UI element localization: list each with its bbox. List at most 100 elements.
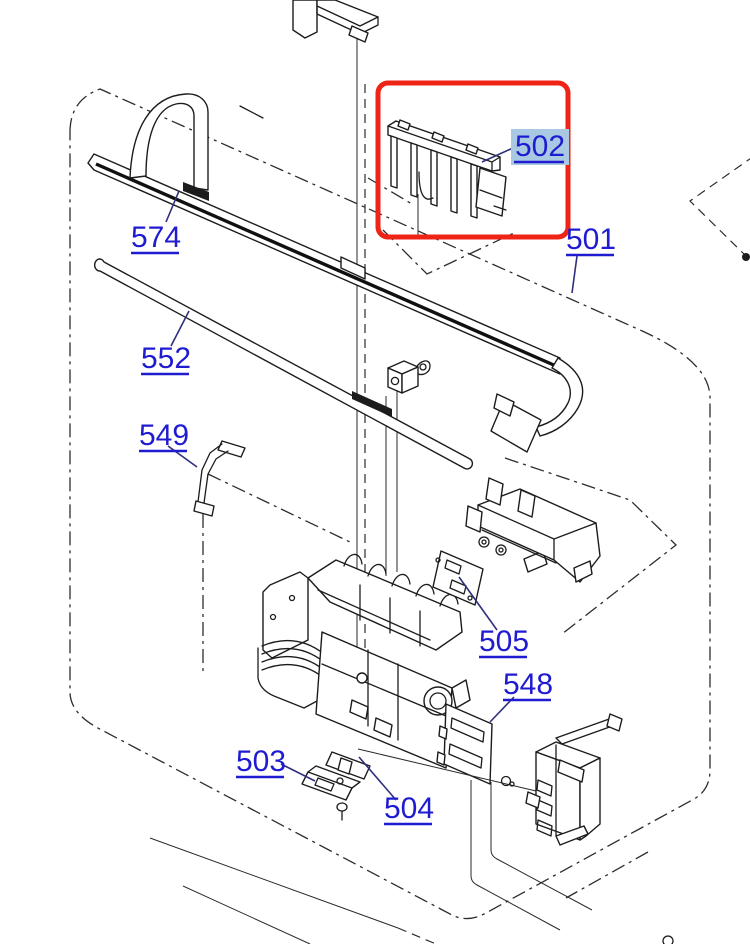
comb-tooth-5	[470, 163, 478, 219]
plate-screw-tip	[509, 781, 515, 787]
plate-hole-b	[269, 613, 277, 621]
plate-tab-b	[436, 751, 446, 766]
bracket-clip	[525, 791, 541, 809]
shaft-grease-band	[352, 391, 392, 417]
bracket-arm-hook	[606, 713, 623, 732]
plate-tab-a	[438, 725, 448, 740]
callout-505[interactable]: 505	[479, 625, 529, 658]
bracket-label-area	[557, 759, 585, 783]
clamp-hole	[390, 376, 400, 386]
cable-end-block	[493, 393, 515, 417]
screw-b	[495, 544, 507, 556]
cable-j-fold	[535, 357, 584, 437]
bracket-slot-1	[536, 779, 553, 797]
bay-fin-4	[415, 583, 435, 597]
adjacent-assembly-dot	[742, 253, 750, 261]
part-574-head-cable	[87, 93, 584, 453]
comb-loop	[418, 171, 434, 200]
comb-tooth-1	[390, 135, 398, 189]
lever-arm-outer	[197, 443, 223, 503]
fan-housing	[257, 647, 331, 709]
comb-tab-1	[397, 119, 411, 131]
part-503-latch	[301, 757, 361, 821]
lever-foot	[193, 500, 215, 517]
part-548-plate	[357, 703, 537, 792]
callout-552[interactable]: 552	[141, 342, 191, 375]
top-bracket-plate	[316, 0, 379, 27]
part-505-board	[432, 477, 601, 606]
plate-hole-a	[288, 594, 296, 602]
leader-503	[280, 763, 316, 782]
callout-504[interactable]: 504	[384, 792, 434, 825]
chassis-dashdot-hexagon	[69, 88, 711, 920]
lever-arm-inner	[203, 450, 229, 504]
bottom-left-line-a-dash	[397, 927, 437, 944]
callout-503[interactable]: 503	[236, 745, 286, 778]
plate-drop-line-a	[470, 780, 561, 931]
plate-screw	[500, 775, 512, 787]
part-549-lever	[193, 440, 246, 517]
position-lines	[149, 38, 674, 944]
bottom-left-line-a	[149, 837, 399, 929]
latch-screw-head	[336, 802, 348, 812]
pcb-board	[432, 550, 484, 606]
plate-slot-a	[450, 717, 485, 743]
leader-502	[481, 147, 514, 163]
callout-548[interactable]: 548	[503, 668, 553, 701]
bracket-foot-step	[555, 825, 589, 846]
comb-right-foot	[475, 167, 507, 217]
clamp-wing-hook	[415, 360, 431, 376]
bay-inner-lines	[317, 584, 431, 647]
leader-501	[571, 255, 578, 294]
pcb-hole-a	[435, 557, 441, 563]
lever-flag	[217, 440, 246, 458]
bracket-foot	[573, 560, 593, 583]
callout-labels: 574 552 549 502 501 505 548 503 504	[131, 129, 616, 826]
comb-tooth-3	[430, 149, 438, 207]
callout-574[interactable]: 574	[131, 221, 181, 254]
screw-a	[478, 536, 490, 548]
bay-fin-3	[391, 573, 411, 587]
carriage-body	[315, 631, 453, 769]
right-holder-bracket	[525, 713, 623, 846]
mount-position-chevron	[382, 229, 517, 275]
callout-502[interactable]: 502	[515, 130, 565, 163]
latch-knob	[336, 777, 344, 785]
latch-tab	[337, 757, 353, 775]
body-right-step	[451, 679, 471, 709]
stray-screw-bottom	[662, 935, 674, 944]
top-bracket-bar	[292, 0, 318, 39]
plate-body	[443, 703, 493, 785]
leader-552	[170, 310, 190, 347]
leader-549	[167, 445, 198, 468]
inner-dash-under-highlight	[367, 177, 413, 205]
cable-loop	[129, 93, 209, 191]
comb-tooth-2	[410, 142, 418, 198]
bracket-clip-a	[485, 477, 504, 506]
comb-foot-lines	[479, 189, 507, 211]
clamp-wing-hole	[419, 363, 427, 371]
highlight-label-background	[511, 129, 569, 165]
inner-dash-diagonal-left	[207, 473, 353, 544]
carriage-left-plate	[262, 571, 309, 659]
latch-edges	[307, 771, 361, 789]
bracket-left-end	[465, 505, 483, 533]
plate-slot-b	[448, 743, 483, 769]
plate-axis-line	[357, 748, 537, 792]
leader-lines	[165, 147, 578, 801]
body-lines	[321, 649, 447, 741]
leader-505	[458, 576, 498, 631]
stray-line-fragment	[239, 105, 264, 119]
callout-549[interactable]: 549	[139, 419, 189, 452]
bay-fin-1	[343, 553, 363, 567]
body-ring-outer	[423, 686, 453, 716]
bay-fin-2	[367, 563, 387, 577]
chassis-outline-501	[69, 88, 750, 920]
cable-loop-connector	[183, 182, 209, 201]
body-detail-b	[373, 717, 393, 738]
callout-501[interactable]: 501	[566, 223, 616, 256]
shaft-clamp	[387, 360, 431, 394]
screw-a-center	[481, 539, 487, 545]
comb-rail-lines	[387, 125, 501, 172]
